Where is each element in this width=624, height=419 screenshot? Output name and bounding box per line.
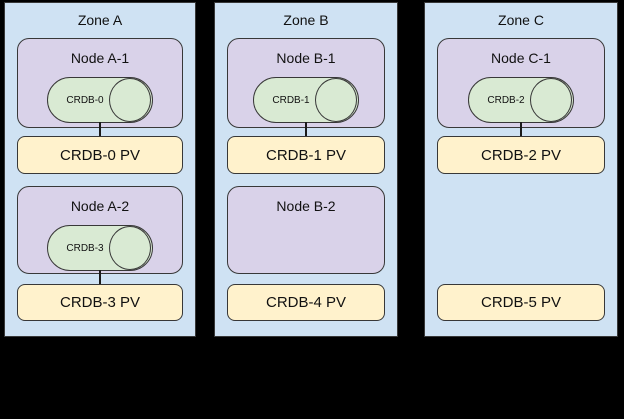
- pv-crdb-1-label: CRDB-1 PV: [265, 146, 347, 164]
- zone-a-title: Zone A: [77, 12, 123, 28]
- zone-b-title: Zone B: [283, 12, 329, 28]
- node-b2-empty: Node B-2: [227, 186, 385, 274]
- pod-crdb-2-label: CRDB-2: [487, 94, 525, 106]
- pv-crdb-3-label: CRDB-3 PV: [59, 294, 141, 311]
- pv-crdb-3: CRDB-3 PV: [17, 284, 183, 321]
- pv-crdb-5-unattached: CRDB-5 PV: [437, 284, 605, 321]
- cylinder-face: [109, 226, 151, 270]
- pod-crdb-0-label: CRDB-0: [66, 94, 104, 106]
- pod-crdb-1-label: CRDB-1: [272, 94, 310, 106]
- pod-crdb-3: CRDB-3: [47, 225, 153, 271]
- node-b1: Node B-1 CRDB-1: [227, 38, 385, 128]
- pod-to-pv-connector: [99, 122, 101, 137]
- cylinder-face: [109, 78, 151, 122]
- pod-crdb-0: CRDB-0: [47, 77, 153, 123]
- pod-to-pv-connector: [99, 270, 101, 285]
- zone-b: Zone B Node B-1 CRDB-1 CRDB-1 PV Node B-…: [214, 2, 398, 337]
- zone-a: Zone A Node A-1 CRDB-0 CRDB-0 PV Node A-…: [4, 2, 196, 337]
- cylinder-face: [315, 78, 357, 122]
- node-a1: Node A-1 CRDB-0: [17, 38, 183, 128]
- pv-crdb-2: CRDB-2 PV: [437, 136, 605, 174]
- pv-crdb-0: CRDB-0 PV: [17, 136, 183, 174]
- node-a2: Node A-2 CRDB-3: [17, 186, 183, 274]
- node-c1: Node C-1 CRDB-2: [437, 38, 605, 128]
- pv-crdb-4-unattached: CRDB-4 PV: [227, 284, 385, 321]
- pv-crdb-2-label: CRDB-2 PV: [480, 146, 562, 164]
- pod-crdb-3-label: CRDB-3: [66, 242, 104, 254]
- zone-c-title: Zone C: [498, 12, 544, 28]
- node-a2-label: Node A-2: [70, 198, 130, 214]
- zone-c: Zone C Node C-1 CRDB-2 CRDB-2 PV CRDB-5 …: [424, 2, 618, 337]
- node-b1-label: Node B-1: [276, 50, 336, 66]
- cylinder-face: [530, 78, 572, 122]
- node-b2-label: Node B-2: [276, 198, 336, 214]
- pv-crdb-5-label: CRDB-5 PV: [480, 294, 562, 311]
- pod-to-pv-connector: [305, 122, 307, 137]
- node-a1-label: Node A-1: [70, 50, 130, 66]
- pod-crdb-2: CRDB-2: [468, 77, 574, 123]
- pv-crdb-0-label: CRDB-0 PV: [59, 146, 141, 164]
- pv-crdb-4-label: CRDB-4 PV: [265, 294, 347, 311]
- node-c1-label: Node C-1: [491, 50, 551, 66]
- pod-crdb-1: CRDB-1: [253, 77, 359, 123]
- pod-to-pv-connector: [520, 122, 522, 137]
- pv-crdb-1: CRDB-1 PV: [227, 136, 385, 174]
